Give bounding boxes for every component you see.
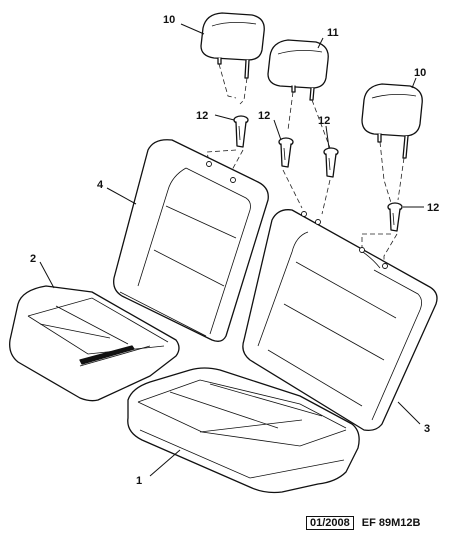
callout-12-a: 12 bbox=[196, 110, 208, 122]
headrest-right bbox=[361, 83, 423, 159]
revision-date: 01/2008 bbox=[306, 516, 354, 530]
headrest-guide-sleeve-3 bbox=[323, 147, 339, 178]
headrest-guide-sleeve-4 bbox=[387, 202, 403, 232]
diagram-reference-footer: 01/2008 EF 89M12B bbox=[306, 516, 420, 530]
callout-4: 4 bbox=[97, 179, 104, 191]
callout-12-d: 12 bbox=[427, 202, 439, 214]
callout-12-c: 12 bbox=[318, 115, 330, 127]
callout-10-left: 10 bbox=[163, 14, 175, 26]
callout-2: 2 bbox=[30, 253, 36, 265]
headrest-middle bbox=[267, 39, 329, 101]
callout-11: 11 bbox=[327, 27, 339, 39]
callout-12-b: 12 bbox=[258, 110, 270, 122]
headrest-guide-sleeve-2 bbox=[278, 137, 294, 168]
leader-lines bbox=[39, 23, 424, 477]
callout-3: 3 bbox=[424, 423, 430, 435]
headrest-guide-sleeve-1 bbox=[233, 115, 249, 148]
seat-cushion-left bbox=[9, 285, 180, 402]
diagram-reference-code: EF 89M12B bbox=[361, 517, 421, 529]
callout-10-right: 10 bbox=[414, 67, 426, 79]
headrest-left bbox=[200, 12, 265, 79]
seat-cushion-right bbox=[127, 367, 360, 494]
callout-1: 1 bbox=[136, 475, 142, 487]
backrest-right bbox=[242, 209, 438, 432]
backrest-left bbox=[113, 139, 269, 342]
